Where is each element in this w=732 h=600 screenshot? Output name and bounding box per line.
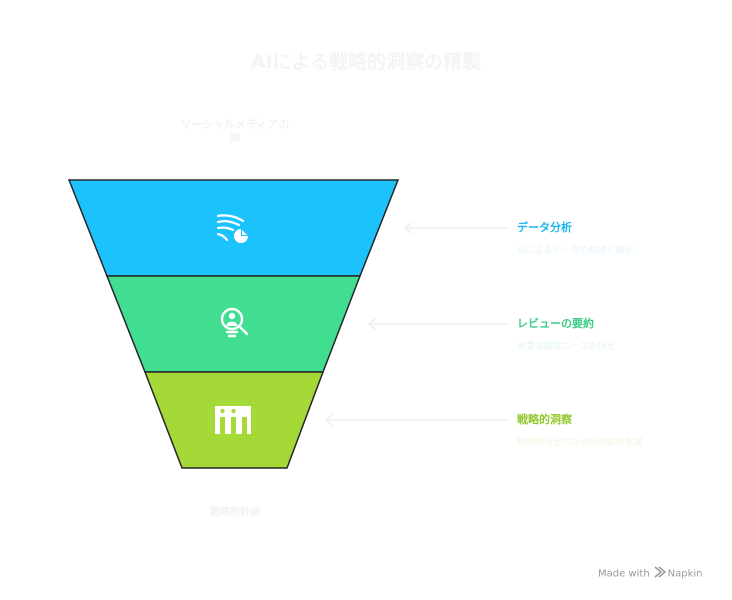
stage-2-heading: レビューの要約	[517, 317, 594, 330]
building-blocks-icon	[215, 406, 251, 434]
stage-1-annotation: データ分析 AIによるデータの処理と解釈	[517, 221, 727, 257]
connector-arrow-2	[367, 318, 509, 330]
stage-3-annotation: 戦略的洞察 戦略的決定のための洞察の生成	[517, 413, 727, 449]
stage-3-heading: 戦略的洞察	[517, 413, 572, 426]
made-with-text: Made with	[598, 568, 650, 580]
napkin-logo-icon	[654, 566, 666, 581]
brand-name: Napkin	[667, 568, 703, 580]
footer-credit: Made with Napkin	[598, 566, 703, 581]
data-analysis-icon	[216, 214, 248, 243]
diagram-title: AIによる戦略的洞察の精製	[250, 51, 482, 73]
funnel-input-label: ソーシャルメディアの声	[180, 118, 290, 145]
funnel-stage-1	[67, 179, 400, 277]
connector-arrow-1	[403, 222, 509, 234]
stage-2-annotation: レビューの要約 重要な顧客ニーズの特定	[517, 317, 727, 353]
stage-1-description: AIによるデータの処理と解釈	[517, 246, 634, 256]
stage-2-description: 重要な顧客ニーズの特定	[517, 342, 616, 352]
stage-3-description: 戦略的決定のための洞察の生成	[517, 438, 644, 448]
stage-1-heading: データ分析	[517, 221, 572, 234]
funnel-output-label: 戦略的計画	[210, 507, 260, 518]
magnifier-person-icon	[220, 307, 249, 338]
connector-arrow-3	[324, 414, 509, 426]
